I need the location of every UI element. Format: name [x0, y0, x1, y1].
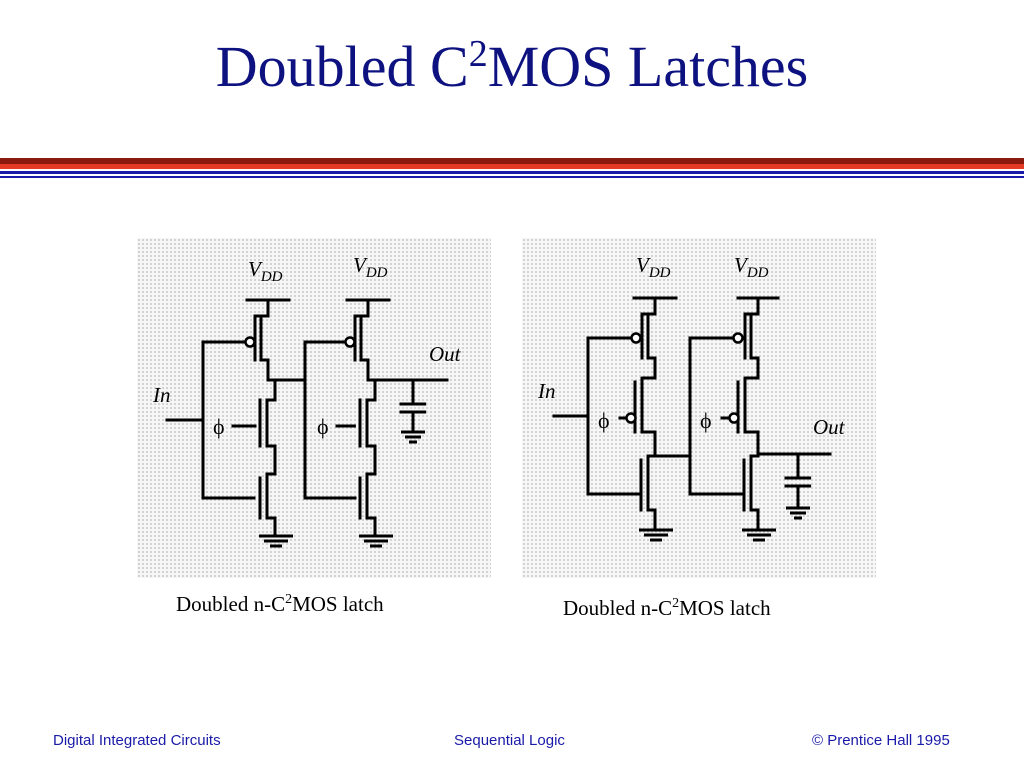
output-label: Out — [813, 415, 846, 439]
clock-label-stage2: ϕ — [700, 408, 712, 433]
clock-label-stage1: ϕ — [598, 408, 610, 433]
title-text-rest: MOS Latches — [487, 34, 809, 99]
right-schematic-panel: VDD VDD Out In ϕ ϕ — [522, 238, 876, 578]
divider-rule-dark-red — [0, 158, 1024, 164]
footer-course-title: Digital Integrated Circuits — [53, 732, 221, 749]
right-schematic: VDD VDD Out In ϕ ϕ — [537, 253, 846, 542]
left-caption: Doubled n-C2MOS latch — [176, 592, 384, 616]
title-superscript: 2 — [468, 33, 488, 75]
clock-label-stage1: ϕ — [213, 414, 225, 439]
right-caption: Doubled n-C2MOS latch — [563, 596, 771, 620]
input-label: In — [537, 379, 556, 403]
left-schematic: VDD VDD Out In ϕ ϕ — [152, 253, 462, 548]
vdd-label-stage2: VDD — [734, 253, 769, 281]
vdd-label-stage1: VDD — [248, 257, 283, 285]
divider-rule-red — [0, 164, 1024, 169]
divider-rule-blue — [0, 171, 1024, 174]
clock-label-stage2: ϕ — [317, 414, 329, 439]
footer-chapter-title: Sequential Logic — [454, 732, 565, 749]
title-text: Doubled C — [215, 34, 469, 99]
vdd-label-stage2: VDD — [353, 253, 388, 281]
left-schematic-panel: VDD VDD Out In ϕ ϕ — [137, 238, 491, 578]
divider-rule-blue-thin — [0, 176, 1024, 178]
input-label: In — [152, 383, 171, 407]
output-label: Out — [429, 342, 462, 366]
slide-title: Doubled C2MOS Latches — [0, 35, 1024, 96]
footer-copyright: © Prentice Hall 1995 — [812, 732, 950, 749]
vdd-label-stage1: VDD — [636, 253, 671, 281]
